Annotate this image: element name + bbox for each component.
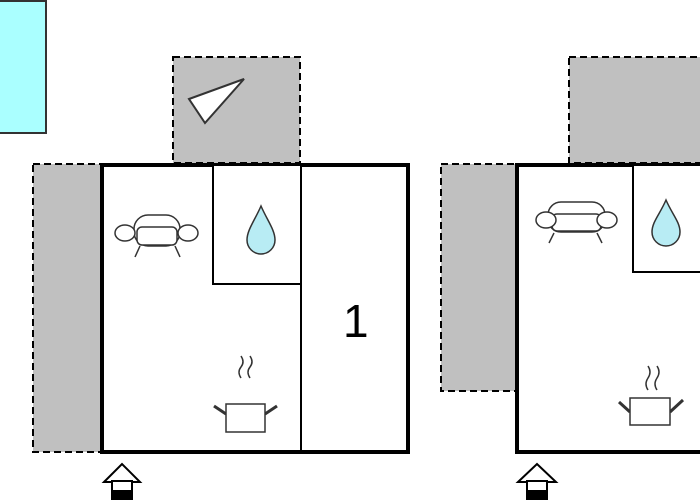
sofa-icon — [535, 201, 618, 244]
terrace-top — [172, 56, 301, 164]
water-drop-icon — [246, 204, 276, 255]
room-number: 1 — [343, 295, 369, 347]
entrance-arrow-icon — [101, 462, 143, 500]
pool — [0, 0, 47, 134]
terrace-left — [440, 163, 517, 392]
sofa-icon — [114, 214, 199, 258]
water-drop-icon — [651, 198, 681, 247]
unit-right — [440, 56, 700, 500]
cooking-pot-icon — [617, 365, 685, 426]
cooking-pot-icon — [213, 355, 278, 433]
entrance-arrow-icon — [515, 462, 559, 500]
terrace-left — [32, 163, 102, 453]
terrace-top — [568, 56, 700, 164]
view-triangle-icon — [187, 78, 245, 125]
unit-left: 1 — [32, 56, 410, 500]
